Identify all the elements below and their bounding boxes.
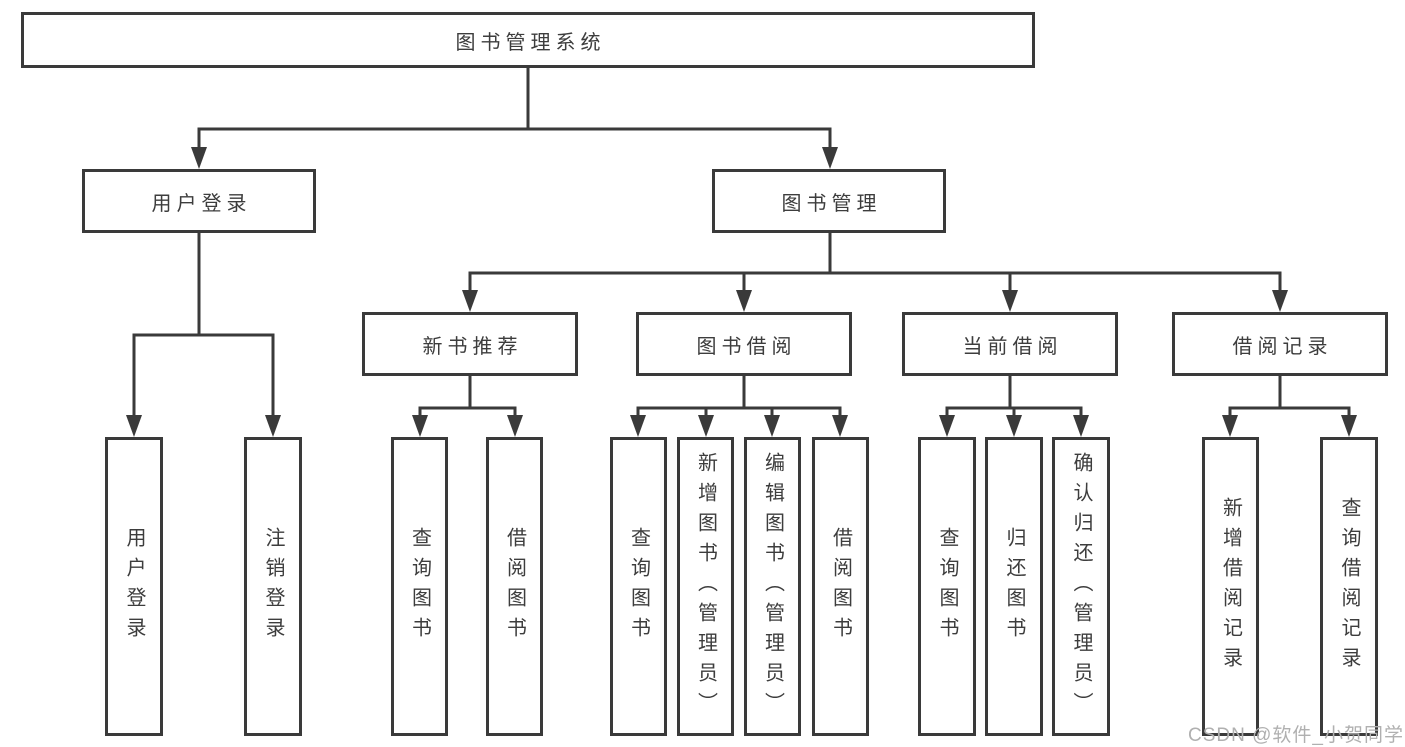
connector-line (132, 333, 275, 418)
node-label: 新增图书（管理员） (694, 451, 717, 722)
node-label: 新增借阅记录 (1219, 496, 1242, 677)
node-borrowing-records: 借阅记录 (1172, 312, 1388, 376)
leaf-add-borrow-record: 新增借阅记录 (1202, 437, 1259, 736)
node-label: 借阅图书 (503, 526, 526, 647)
arrow-down-icon (412, 415, 428, 437)
arrow-down-icon (462, 290, 478, 312)
arrow-down-icon (698, 415, 714, 437)
connector-line (468, 271, 1282, 293)
node-label: 编辑图书（管理员） (761, 451, 784, 722)
arrow-down-icon (1002, 290, 1018, 312)
leaf-logout: 注销登录 (244, 437, 302, 736)
leaf-confirm-return-admin: 确认归还（管理员） (1052, 437, 1110, 736)
arrow-down-icon (126, 415, 142, 437)
node-user-login: 用户登录 (82, 169, 316, 233)
node-label: 图书管理系统 (455, 31, 606, 54)
node-label: 图书管理 (781, 192, 882, 215)
node-label: 用户登录 (151, 192, 252, 215)
node-book-management: 图书管理 (712, 169, 946, 233)
arrow-down-icon (630, 415, 646, 437)
node-label: 查询借阅记录 (1338, 496, 1360, 677)
arrow-down-icon (507, 415, 523, 437)
connector-line (1228, 406, 1351, 418)
arrow-down-icon (736, 290, 752, 312)
node-book-borrowing: 图书借阅 (636, 312, 852, 376)
arrow-down-icon (1006, 415, 1022, 437)
node-label: 借阅记录 (1232, 335, 1333, 358)
arrow-down-icon (191, 147, 207, 169)
leaf-borrow-books-recommend: 借阅图书 (486, 437, 543, 736)
arrow-down-icon (1341, 415, 1357, 437)
leaf-query-borrow-record: 查询借阅记录 (1320, 437, 1378, 736)
node-new-book-recommend: 新书推荐 (362, 312, 578, 376)
arrow-down-icon (822, 147, 838, 169)
node-label: 查询图书 (408, 526, 431, 647)
leaf-borrow-books: 借阅图书 (812, 437, 869, 736)
node-label: 注销登录 (262, 526, 284, 647)
connector-line (418, 406, 517, 418)
leaf-return-books: 归还图书 (985, 437, 1043, 736)
node-label: 查询图书 (627, 526, 650, 647)
arrow-down-icon (1222, 415, 1238, 437)
leaf-edit-books-admin: 编辑图书（管理员） (744, 437, 801, 736)
node-label: 图书借阅 (696, 335, 797, 358)
node-label: 查询图书 (936, 526, 958, 647)
node-label: 确认归还（管理员） (1070, 451, 1092, 722)
arrow-down-icon (764, 415, 780, 437)
node-label: 新书推荐 (422, 335, 523, 358)
leaf-user-login: 用户登录 (105, 437, 163, 736)
leaf-query-books-borrowing: 查询图书 (610, 437, 667, 736)
watermark-text: CSDN @软件_小贺同学 (1188, 725, 1404, 746)
arrow-down-icon (939, 415, 955, 437)
node-label: 归还图书 (1003, 526, 1025, 647)
leaf-query-books-recommend: 查询图书 (391, 437, 448, 736)
connector-line (636, 406, 842, 418)
connector-line (197, 127, 832, 148)
arrow-down-icon (1272, 290, 1288, 312)
node-current-borrowing: 当前借阅 (902, 312, 1118, 376)
node-label: 用户登录 (123, 526, 145, 647)
node-label: 借阅图书 (829, 526, 852, 647)
node-label: 当前借阅 (962, 335, 1063, 358)
arrow-down-icon (1073, 415, 1089, 437)
leaf-add-books-admin: 新增图书（管理员） (677, 437, 734, 736)
arrow-down-icon (832, 415, 848, 437)
node-library-management-system: 图书管理系统 (21, 12, 1035, 68)
arrow-down-icon (265, 415, 281, 437)
leaf-query-books-current: 查询图书 (918, 437, 976, 736)
